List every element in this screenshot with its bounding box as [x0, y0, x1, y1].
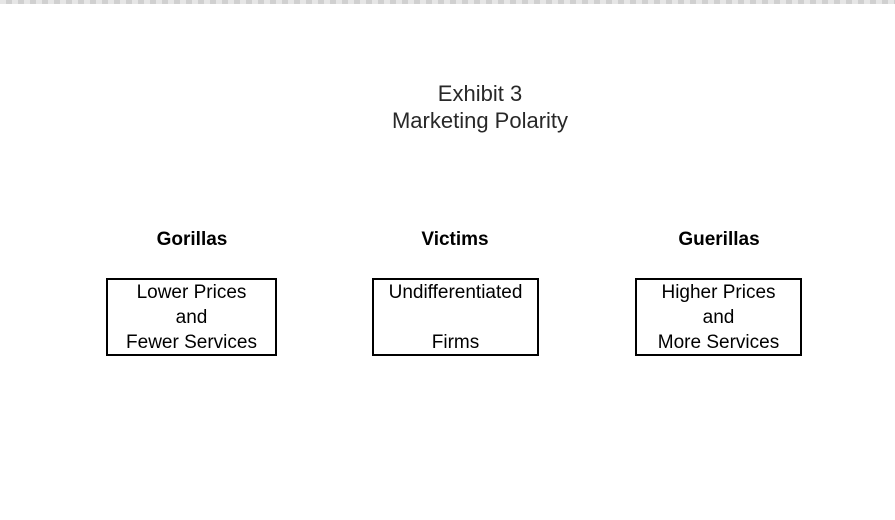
box-guerillas-line3: More Services	[657, 332, 780, 353]
column-header-victims: Victims	[421, 229, 489, 250]
box-gorillas-line3: Fewer Services	[126, 332, 257, 353]
box-guerillas-line1: Higher Prices	[661, 282, 776, 303]
box-victims-line1: Undifferentiated	[388, 282, 523, 303]
box-guerillas: Higher Prices and More Services	[635, 278, 802, 356]
box-victims: Undifferentiated Firms	[372, 278, 539, 356]
box-victims-line3: Firms	[431, 332, 480, 353]
window-top-edge	[0, 0, 895, 4]
exhibit-title-line2: Marketing Polarity	[391, 108, 569, 133]
exhibit-title-line1: Exhibit 3	[437, 81, 523, 106]
column-header-gorillas: Gorillas	[156, 229, 228, 250]
box-gorillas-line2: and	[175, 307, 208, 328]
box-victims-line2	[374, 305, 537, 330]
box-gorillas: Lower Prices and Fewer Services	[106, 278, 277, 356]
exhibit-title: Exhibit 3 Marketing Polarity	[392, 80, 568, 134]
box-guerillas-line2: and	[702, 307, 735, 328]
column-header-guerillas: Guerillas	[678, 229, 760, 250]
box-gorillas-line1: Lower Prices	[136, 282, 247, 303]
